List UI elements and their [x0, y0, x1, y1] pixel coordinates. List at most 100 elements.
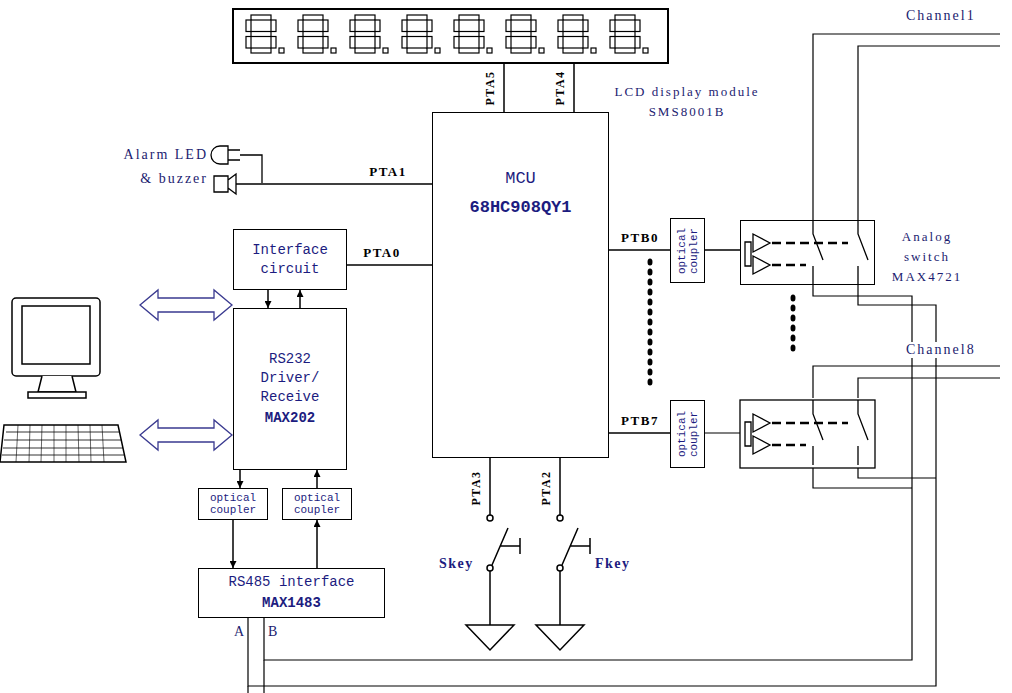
computer-icon-part: [28, 392, 86, 398]
key-label: Skey: [438, 556, 475, 572]
continuation-dot: [648, 279, 653, 286]
node-text: optical coupler: [288, 492, 346, 516]
wiring: [248, 34, 1000, 693]
key-switches-part: [536, 625, 584, 650]
process-box: optical coupler: [670, 218, 705, 283]
alarm-led-buzzer: [211, 146, 432, 194]
signal-label: PTB7: [620, 413, 660, 429]
switch-input: [745, 422, 751, 446]
connector: [347, 264, 432, 266]
key-switches-part: [487, 565, 493, 571]
process-box: RS232 Driver/ ReceiveMAX202: [233, 308, 347, 470]
computer-icon: [0, 298, 126, 462]
continuation-dot: [791, 315, 796, 322]
lcd-segment: [558, 37, 563, 49]
lcd-segment: [506, 37, 511, 49]
pin-label: PTA1: [368, 164, 408, 180]
computer-icon-part: [12, 298, 100, 376]
continuation-dot: [648, 259, 653, 266]
connector: [316, 470, 318, 488]
wiring-part: [248, 660, 264, 693]
lcd-segment: [583, 20, 588, 32]
continuation-dot: [648, 339, 653, 346]
lcd-segment: [298, 20, 303, 32]
lcd-segment: [303, 32, 323, 37]
lcd-segment: [583, 37, 588, 49]
key-switches-part: [466, 625, 514, 650]
node-text: MAX1483: [262, 594, 321, 613]
lcd-segment: [303, 48, 323, 53]
analog-switch-drawing: [740, 220, 875, 468]
continuation-dot: [648, 329, 653, 336]
node-text: LCD display module SMS8001B: [612, 82, 762, 122]
key-switches-part: [487, 515, 493, 521]
switch-blade: [813, 220, 823, 285]
lcd-segment: [454, 20, 459, 32]
key-switches-part: [559, 458, 561, 515]
lcd-segment: [251, 15, 271, 20]
channel-label: Channel1: [906, 8, 976, 24]
lcd-segment: [531, 37, 536, 49]
lcd-segment: [375, 37, 380, 49]
connector: [267, 290, 269, 308]
continuation-dot: [648, 369, 653, 376]
lcd-segment: [563, 32, 583, 37]
lcd-segment: [251, 32, 271, 37]
connector: [239, 470, 241, 488]
control-link: [772, 264, 806, 267]
connector: [609, 432, 670, 434]
analog-switch-box: [740, 400, 875, 468]
computer-icon-part: [2, 432, 124, 455]
lcd-segment: [246, 20, 251, 32]
lcd-segment: [531, 20, 536, 32]
key-switches-part: [559, 571, 561, 625]
switch-input: [745, 242, 751, 266]
lcd-segment: [323, 20, 328, 32]
lcd-segment: [454, 37, 459, 49]
signal-label: PTA0: [362, 245, 402, 261]
key-switches-part: [557, 515, 563, 521]
lcd-segment: [407, 15, 427, 20]
lcd-dot: [435, 48, 440, 53]
node-text: optical coupler: [676, 403, 700, 465]
wiring-part: [264, 285, 912, 660]
lcd-dot: [643, 48, 648, 53]
signal-label: PTA5: [483, 69, 498, 106]
mcu-box: MCU68HC908QY1: [432, 112, 609, 458]
node-text: Interface circuit: [239, 241, 341, 279]
node-text: Analog switch MAX4721: [887, 227, 967, 287]
node-text: RS232 Driver/ Receive: [239, 350, 341, 407]
lcd-segment: [511, 32, 531, 37]
lcd-dot: [487, 48, 492, 53]
lcd-dot: [591, 48, 596, 53]
computer-icon-part: [16, 425, 104, 462]
wiring-part: [858, 46, 1000, 220]
computer-icon-part: [38, 376, 76, 392]
lcd-segment: [511, 48, 531, 53]
node-text: optical coupler: [204, 492, 262, 516]
node-text: RS485 interface: [228, 573, 354, 592]
lcd-segment: [615, 48, 635, 53]
lcd-segment: [350, 37, 355, 49]
connector: [299, 290, 301, 308]
lcd-segment: [563, 15, 583, 20]
lcd-segment: [355, 15, 375, 20]
signal-label: PTA4: [553, 69, 568, 106]
lcd-display: LCD display module SMS8001B: [232, 8, 669, 64]
lcd-segment: [298, 37, 303, 49]
lcd-segment: [271, 20, 276, 32]
control-link: [772, 444, 806, 447]
switch-blade: [858, 220, 868, 285]
lcd-segment: [323, 37, 328, 49]
driver-triangle: [753, 256, 770, 274]
connector: [573, 64, 575, 112]
lcd-segment: [459, 48, 479, 53]
lcd-segment: [635, 20, 640, 32]
lcd-segment: [506, 20, 511, 32]
connector: [316, 520, 318, 568]
continuation-dot: [648, 349, 653, 356]
lcd-dot: [383, 48, 388, 53]
connector: [503, 64, 505, 112]
